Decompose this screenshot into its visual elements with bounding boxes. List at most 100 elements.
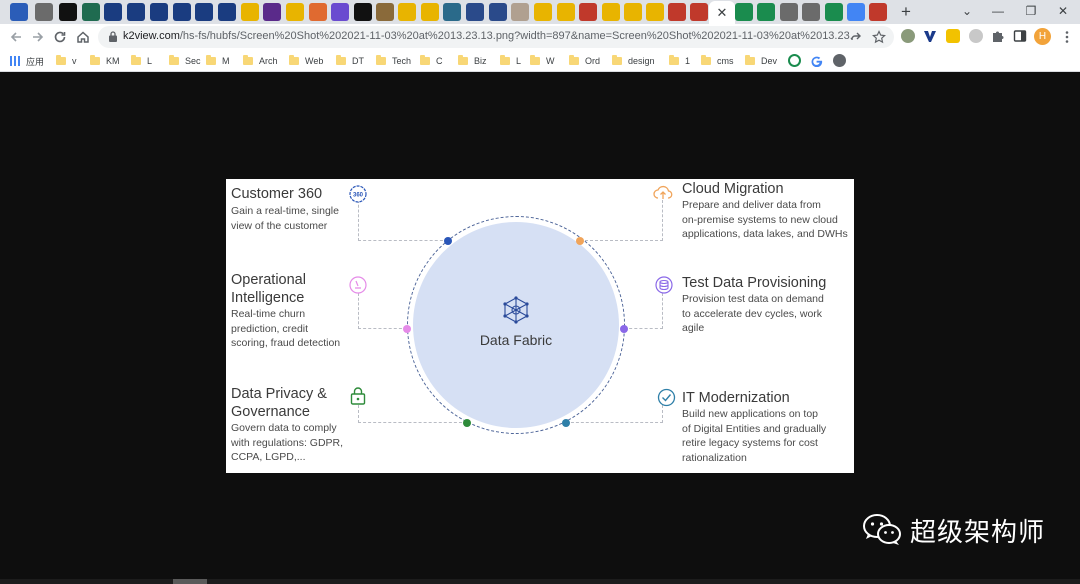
bookmark-label: C [436, 56, 443, 66]
browser-tab[interactable] [398, 3, 416, 21]
bookmark-globe-icon[interactable] [833, 54, 846, 67]
browser-tab[interactable] [241, 3, 259, 21]
browser-tab[interactable] [59, 3, 77, 21]
bookmark-item[interactable]: DT [336, 54, 364, 68]
browser-tab[interactable] [173, 3, 191, 21]
bookmark-item[interactable]: Web [289, 54, 323, 68]
bookmark-item[interactable]: Tech [376, 54, 411, 68]
extensions-puzzle-icon[interactable] [991, 29, 1005, 43]
page-viewport: Data Fabric 360 [0, 72, 1080, 584]
browser-tab[interactable] [534, 3, 552, 21]
folder-icon [701, 55, 711, 65]
forward-button[interactable] [29, 28, 47, 46]
bookmark-item[interactable]: W [530, 54, 555, 68]
browser-tab[interactable] [735, 3, 753, 21]
share-icon[interactable] [848, 29, 864, 45]
menu-button[interactable] [1058, 28, 1076, 46]
close-tab-icon[interactable]: ✕ [716, 4, 728, 20]
desc-line: Build new applications on top [682, 408, 819, 420]
tab-active[interactable]: ✕ [709, 1, 735, 24]
tab-search-button[interactable]: ⌄ [961, 4, 973, 18]
browser-tab[interactable] [869, 3, 887, 21]
browser-tab[interactable] [421, 3, 439, 21]
bookmark-star-icon[interactable] [871, 29, 887, 45]
url-path: /hs-fs/hubfs/Screen%20Shot%202021-11-03%… [179, 30, 853, 42]
browser-tab[interactable] [10, 3, 28, 21]
extension-icon-4[interactable] [969, 29, 983, 43]
url-host: k2view.com [123, 30, 180, 42]
bookmark-item[interactable]: M [206, 54, 230, 68]
browser-tab[interactable] [195, 3, 213, 21]
url-text[interactable]: k2view.com/hs-fs/hubfs/Screen%20Shot%202… [123, 30, 853, 42]
browser-tab[interactable] [690, 3, 708, 21]
bookmark-item[interactable]: C [420, 54, 443, 68]
forward-arrow-icon [33, 32, 44, 42]
browser-tab[interactable] [757, 3, 775, 21]
browser-tab[interactable] [579, 3, 597, 21]
reload-button[interactable] [51, 28, 69, 46]
browser-tab[interactable] [376, 3, 394, 21]
home-button[interactable] [74, 28, 92, 46]
back-button[interactable] [7, 28, 25, 46]
bookmark-label: KM [106, 56, 120, 66]
browser-tab[interactable] [847, 3, 865, 21]
browser-tab[interactable] [624, 3, 642, 21]
browser-tab[interactable] [780, 3, 798, 21]
address-bar[interactable]: k2view.com/hs-fs/hubfs/Screen%20Shot%202… [98, 26, 894, 48]
side-panel-icon[interactable] [1013, 29, 1027, 43]
bookmark-item[interactable]: KM [90, 54, 120, 68]
new-tab-button[interactable]: + [901, 2, 911, 21]
browser-tab[interactable] [602, 3, 620, 21]
browser-tab[interactable] [511, 3, 529, 21]
horizontal-scrollbar[interactable] [0, 579, 1080, 584]
browser-tab[interactable] [104, 3, 122, 21]
bookmark-item[interactable]: L [131, 54, 152, 68]
folder-icon [612, 55, 622, 65]
bookmark-item[interactable]: 1 [669, 54, 690, 68]
title-data-privacy: Data Privacy & Governance [231, 385, 327, 421]
browser-tab[interactable] [825, 3, 843, 21]
bookmark-google-icon[interactable] [810, 54, 823, 68]
extension-icon-2[interactable] [923, 29, 937, 43]
browser-tab[interactable] [35, 3, 53, 21]
browser-tab[interactable] [466, 3, 484, 21]
restore-button[interactable]: ❐ [1025, 4, 1037, 18]
browser-tab[interactable] [286, 3, 304, 21]
browser-tab[interactable] [354, 3, 372, 21]
bookmark-item[interactable]: L [500, 54, 521, 68]
browser-tab[interactable] [263, 3, 281, 21]
bookmark-item[interactable]: 应用 [10, 54, 44, 68]
close-window-button[interactable]: ✕ [1057, 4, 1069, 18]
bookmark-item[interactable]: design [612, 54, 655, 68]
browser-tab[interactable] [150, 3, 168, 21]
home-icon [77, 31, 89, 43]
browser-tab[interactable] [82, 3, 100, 21]
bookmark-item[interactable]: Ord [569, 54, 600, 68]
bookmark-label: Web [305, 56, 324, 66]
bookmark-item[interactable]: cms [701, 54, 734, 68]
bookmark-item[interactable]: Arch [243, 54, 278, 68]
extension-icon-1[interactable] [901, 29, 915, 43]
desc-line: rationalization [682, 451, 747, 464]
bookmark-item[interactable]: Biz [458, 54, 487, 68]
browser-tab[interactable] [127, 3, 145, 21]
browser-tab[interactable] [309, 3, 327, 21]
browser-tab[interactable] [218, 3, 236, 21]
browser-tab[interactable] [802, 3, 820, 21]
browser-tab[interactable] [489, 3, 507, 21]
browser-tab[interactable] [646, 3, 664, 21]
browser-tab[interactable] [443, 3, 461, 21]
browser-tab[interactable] [668, 3, 686, 21]
wechat-icon [863, 514, 901, 545]
bookmark-item[interactable]: Dev [745, 54, 777, 68]
scrollbar-thumb[interactable] [173, 579, 207, 584]
minimize-button[interactable]: — [992, 4, 1004, 18]
bookmark-item[interactable]: Sec [169, 54, 201, 68]
browser-tab[interactable] [557, 3, 575, 21]
profile-avatar[interactable]: H [1034, 28, 1051, 45]
browser-tab[interactable] [331, 3, 349, 21]
bookmark-item[interactable]: v [56, 54, 77, 68]
bookmark-refresh-icon[interactable] [788, 54, 801, 67]
extension-icon-3[interactable] [946, 29, 960, 43]
lock-icon[interactable] [108, 30, 118, 43]
